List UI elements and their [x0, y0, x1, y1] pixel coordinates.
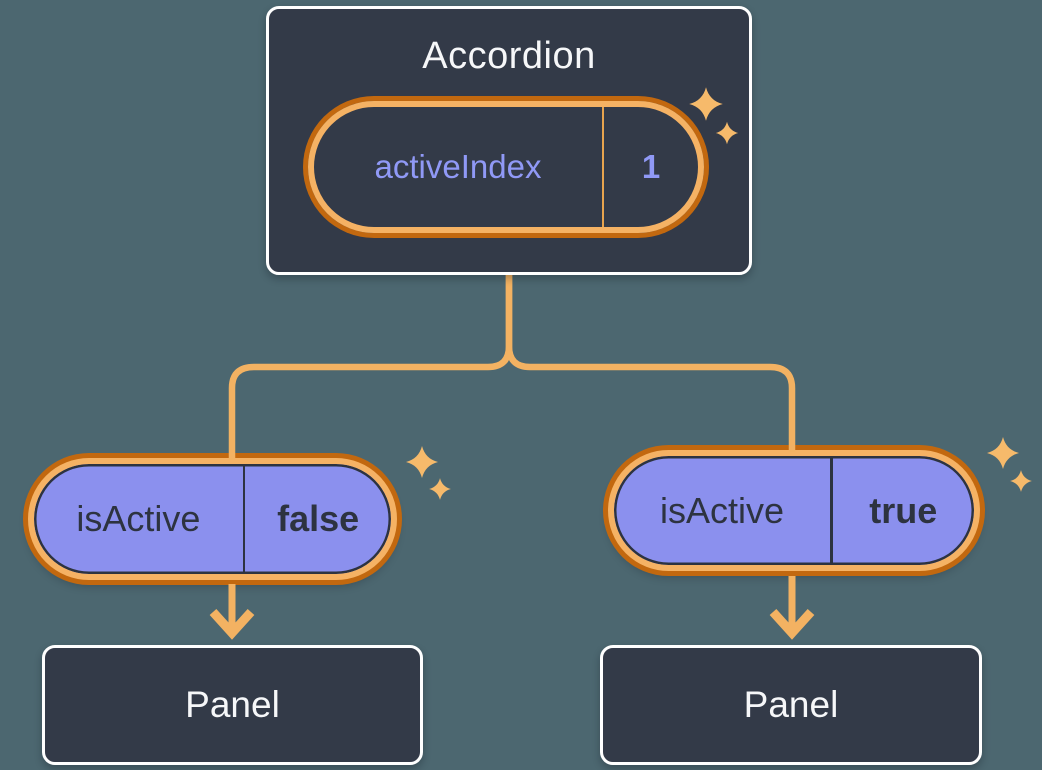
connector-left-branch — [228, 270, 513, 460]
down-arrow-right-head — [769, 608, 815, 640]
prop-key-label: isActive — [659, 489, 785, 531]
accordion-box: Accordion activeIndex 1 — [266, 6, 752, 275]
panel-box-left: Panel — [42, 645, 423, 765]
prop-key-label: isActive — [76, 498, 201, 539]
panel-box-right: Panel — [600, 645, 982, 765]
state-value-label: 1 — [641, 148, 661, 185]
down-arrow-icon — [209, 584, 255, 640]
down-arrow-left-head — [209, 608, 255, 640]
is-active-true-pill: isActive true — [608, 450, 980, 571]
state-pill: activeIndex 1 — [308, 101, 704, 233]
pill-divider — [830, 456, 833, 565]
prop-value-label: false — [277, 498, 360, 539]
connector-right-branch — [505, 270, 796, 452]
state-key-label: activeIndex — [374, 148, 542, 185]
pill-divider — [602, 107, 604, 227]
is-active-false-pill: isActive false — [28, 458, 397, 580]
panel-label: Panel — [185, 684, 280, 725]
panel-label: Panel — [743, 684, 839, 725]
accordion-title: Accordion — [422, 35, 596, 77]
pill-divider — [242, 464, 246, 574]
down-arrow-icon — [769, 576, 815, 640]
prop-value-label: true — [869, 489, 938, 531]
